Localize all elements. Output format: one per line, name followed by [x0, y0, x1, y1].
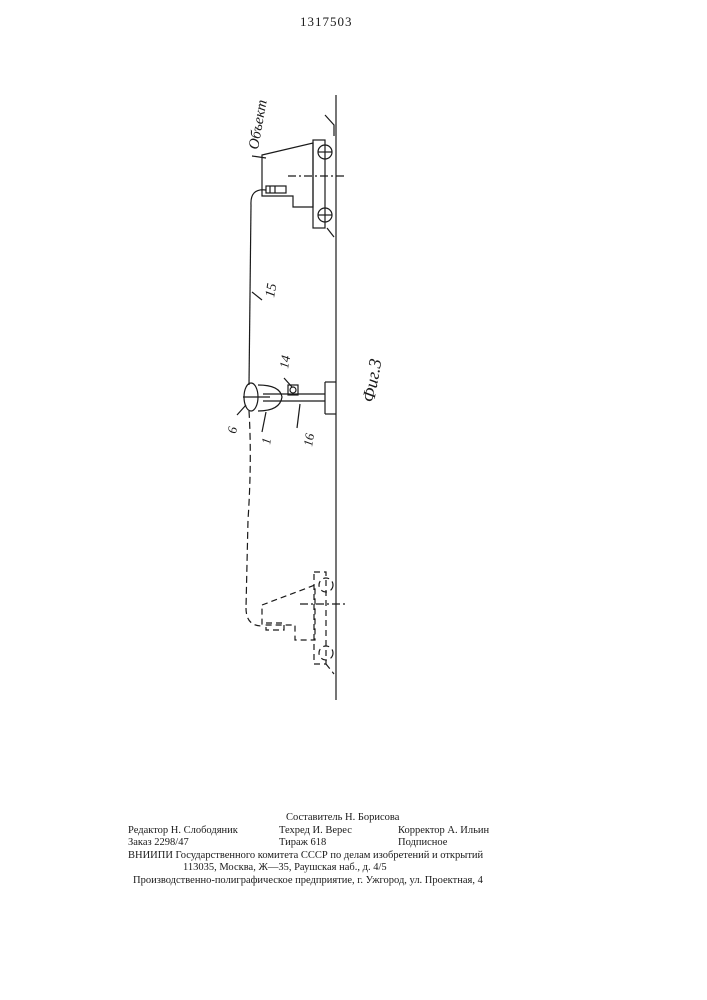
tech-editor: Техред И. Верес	[279, 825, 352, 838]
ref-14: 14	[276, 354, 293, 370]
compiler: Составитель Н. Борисова	[286, 812, 399, 825]
object-vehicle-dashed	[246, 572, 334, 674]
editor: Редактор Н. Слободяник	[128, 825, 238, 838]
cable-dashed	[246, 411, 250, 608]
imprint-block: Составитель Н. Борисова Редактор Н. Слоб…	[128, 812, 508, 888]
leader-6	[237, 405, 246, 415]
reel-assembly	[243, 382, 336, 414]
leader-object	[252, 156, 266, 158]
subscription: Подписное	[398, 837, 447, 850]
ref-6: 6	[224, 425, 240, 434]
object-vehicle-solid	[251, 115, 346, 237]
proofreader: Корректор А. Ильин	[398, 825, 489, 838]
ref-16: 16	[300, 432, 317, 448]
ref-1: 1	[258, 437, 274, 446]
figure-caption: Фиг.3	[358, 357, 385, 404]
leader-1	[262, 412, 266, 432]
cable-solid	[249, 205, 251, 385]
circulation: Тираж 618	[279, 837, 326, 850]
object-label: Объект	[246, 98, 270, 150]
address: 113035, Москва, Ж—35, Раушская наб., д. …	[183, 862, 387, 875]
ref-15: 15	[263, 282, 280, 298]
printer: Производственно-полиграфическое предприя…	[133, 875, 483, 888]
order: Заказ 2298/47	[128, 837, 189, 850]
leader-15	[252, 292, 262, 300]
leader-16	[297, 404, 300, 428]
institute: ВНИИПИ Государственного комитета СССР по…	[128, 850, 483, 863]
